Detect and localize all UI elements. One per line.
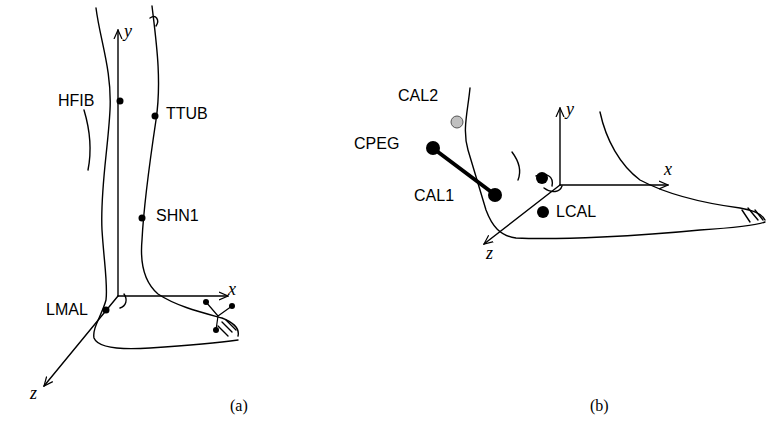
panel-caption: (a)	[230, 398, 248, 414]
marker-label: CAL2	[398, 88, 438, 104]
marker-label: TTUB	[166, 106, 208, 122]
marker-label: CAL1	[414, 188, 454, 204]
axis-label: z	[486, 244, 493, 262]
marker-label: LMAL	[46, 302, 88, 318]
marker-label: LCAL	[556, 204, 596, 220]
axis-label: x	[664, 160, 672, 178]
axis-label: x	[228, 280, 236, 298]
marker-label: SHN1	[156, 208, 199, 224]
axis-label: z	[30, 384, 37, 402]
panel-caption: (b)	[590, 398, 609, 414]
axis-label: y	[124, 22, 132, 40]
marker-label: HFIB	[58, 93, 94, 109]
grey-marker	[451, 116, 463, 128]
axis-label: y	[566, 100, 574, 118]
marker-label: CPEG	[354, 136, 399, 152]
marker-dots	[103, 98, 550, 334]
